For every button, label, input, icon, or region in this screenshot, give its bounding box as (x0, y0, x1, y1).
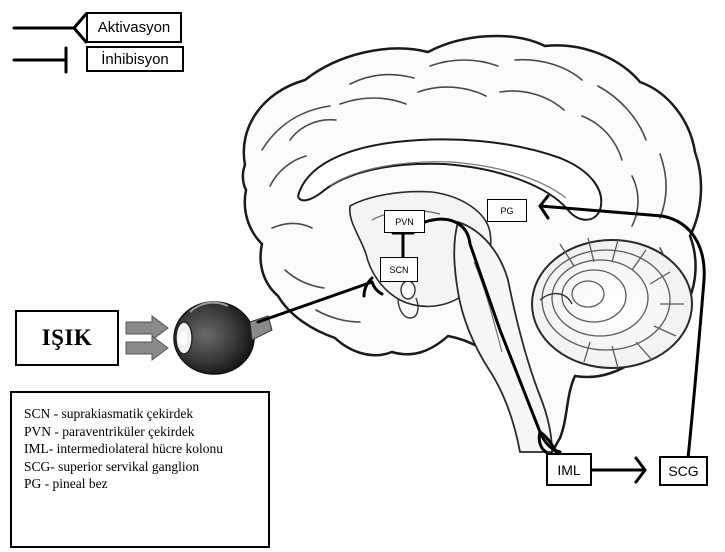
abbr-pvn: PVN - paraventriküler çekirdek (24, 423, 260, 441)
abbr-pg: PG - pineal bez (24, 475, 260, 493)
node-pvn: PVN (384, 210, 425, 233)
node-pg: PG (487, 199, 527, 222)
light-label: IŞIK (15, 310, 119, 366)
abbreviation-legend: SCN - suprakiasmatik çekirdek PVN - para… (10, 391, 270, 548)
node-scg: SCG (659, 456, 708, 486)
abbr-iml: IML- intermediolateral hücre kolonu (24, 440, 234, 458)
node-iml: IML (546, 453, 592, 486)
legend-activation-symbol (14, 14, 86, 42)
node-scn: SCN (380, 257, 418, 282)
legend-inhibition-label: İnhibisyon (86, 46, 184, 72)
eye-illustration (174, 302, 272, 374)
light-arrows (126, 316, 168, 360)
legend-inhibition-symbol (14, 48, 66, 72)
legend-activation-label: Aktivasyon (86, 12, 182, 43)
cerebellum (532, 238, 692, 368)
abbr-scg: SCG- superior servikal ganglion (24, 458, 260, 476)
abbr-scn: SCN - suprakiasmatik çekirdek (24, 405, 260, 423)
